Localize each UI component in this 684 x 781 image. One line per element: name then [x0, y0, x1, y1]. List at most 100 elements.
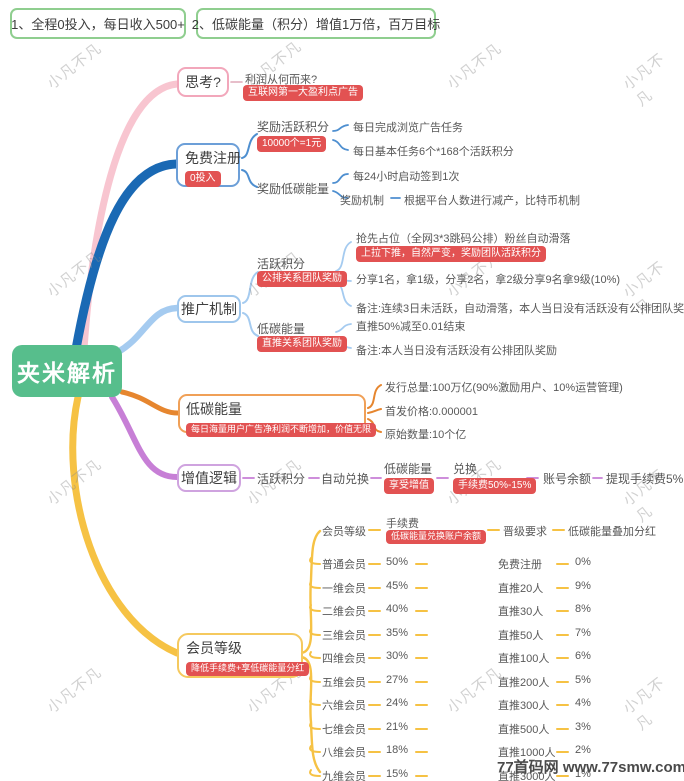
member-fee[interactable]: 35%	[386, 627, 409, 639]
member-bonus[interactable]: 8%	[575, 603, 591, 615]
member-requirement[interactable]: 直推3000人	[498, 771, 556, 781]
member-bonus[interactable]: 1%	[575, 768, 591, 780]
member-bonus[interactable]: 5%	[575, 674, 591, 686]
member-bonus[interactable]: 2%	[575, 744, 591, 756]
register-energy-label[interactable]: 奖励低碳能量	[257, 182, 330, 196]
energy-item[interactable]: 发行总量:100万亿(90%激励用户、10%运营管理)	[385, 382, 623, 394]
value-node[interactable]: 增值逻辑	[177, 464, 241, 492]
promotion-line[interactable]: 直推50%减至0.01结束	[356, 321, 466, 333]
member-fee[interactable]: 15%	[386, 768, 409, 780]
member-level[interactable]: 三维会员	[322, 630, 366, 642]
register-badge: 0投入	[185, 171, 221, 187]
member-level[interactable]: 四维会员	[322, 653, 366, 665]
register-node[interactable]: 免费注册 0投入	[176, 143, 241, 187]
value-step[interactable]: 账号余额	[543, 472, 592, 486]
value-step-badge: 手续费50%-15%	[453, 478, 537, 494]
member-bonus[interactable]: 9%	[575, 580, 591, 592]
member-fee[interactable]: 45%	[386, 580, 409, 592]
member-requirement[interactable]: 直推20人	[498, 583, 544, 595]
promotion-node[interactable]: 推广机制	[177, 295, 241, 323]
member-bonus[interactable]: 4%	[575, 697, 591, 709]
connector-dash	[556, 681, 569, 683]
register-mechanism-detail[interactable]: 根据平台人数进行减产，比特币机制	[404, 195, 580, 207]
member-level[interactable]: 九维会员	[322, 771, 366, 781]
energy-item[interactable]: 原始数量:10个亿	[385, 429, 467, 441]
member-requirement[interactable]: 直推300人	[498, 700, 550, 712]
connector-dash	[368, 610, 381, 612]
member-level[interactable]: 六维会员	[322, 700, 366, 712]
connector-dash	[415, 775, 428, 777]
member-level[interactable]: 七维会员	[322, 724, 366, 736]
register-active-item[interactable]: 每日完成浏览广告任务	[353, 122, 463, 134]
member-requirement[interactable]: 直推50人	[498, 630, 544, 642]
promotion-label: 推广机制	[181, 301, 237, 317]
footer-watermark: 77首码网 www.77smw.com	[497, 759, 684, 776]
member-level[interactable]: 二维会员	[322, 606, 366, 618]
member-fee[interactable]: 30%	[386, 650, 409, 662]
member-fee[interactable]: 18%	[386, 744, 409, 756]
value-step[interactable]: 兑换	[453, 462, 478, 476]
member-level[interactable]: 普通会员	[322, 559, 366, 571]
connector-dash	[368, 657, 381, 659]
member-bonus[interactable]: 0%	[575, 556, 591, 568]
register-energy-item[interactable]: 每24小时启动签到1次	[353, 171, 460, 183]
promotion-line[interactable]: 分享1名，拿1级，分享2名，拿2级分享9名拿9级(10%)	[356, 274, 621, 286]
connector-dash	[368, 728, 381, 730]
member-level[interactable]: 八维会员	[322, 747, 366, 759]
register-mechanism-label[interactable]: 奖励机制	[340, 195, 384, 207]
member-fee[interactable]: 21%	[386, 721, 409, 733]
member-col-bonus[interactable]: 低碳能量叠加分红	[568, 526, 656, 538]
energy-node[interactable]: 低碳能量 每日海量用户广告净利润不断增加，价值无限	[178, 394, 377, 437]
member-col-level[interactable]: 会员等级	[322, 526, 366, 538]
member-fee[interactable]: 24%	[386, 697, 409, 709]
member-label: 会员等级	[186, 640, 242, 656]
member-requirement[interactable]: 直推30人	[498, 606, 544, 618]
promotion-line[interactable]: 备注:连续3日未活跃，自动滑落，本人当日没有活跃没有公排团队奖励	[356, 303, 684, 315]
connector-dash	[415, 751, 428, 753]
promotion-line[interactable]: 备注:本人当日没有活跃没有公排团队奖励	[356, 345, 558, 357]
connector-dash	[415, 634, 428, 636]
register-active-badge: 10000个=1元	[257, 136, 327, 152]
register-active-item[interactable]: 每日基本任务6个*168个活跃积分	[353, 146, 514, 158]
value-step[interactable]: 活跃积分	[257, 472, 306, 486]
member-col-requirement[interactable]: 晋级要求	[503, 526, 547, 538]
connector-dash	[556, 587, 569, 589]
value-step[interactable]: 自动兑换	[321, 472, 370, 486]
value-step[interactable]: 低碳能量	[384, 462, 433, 476]
member-bonus[interactable]: 6%	[575, 650, 591, 662]
member-fee[interactable]: 40%	[386, 603, 409, 615]
member-bonus[interactable]: 3%	[575, 721, 591, 733]
connector-dash	[415, 657, 428, 659]
member-requirement[interactable]: 直推1000人	[498, 747, 556, 759]
header-note-2-text: 2、低碳能量（积分）增值1万倍，百万目标	[191, 17, 441, 32]
root-node[interactable]: 夹米解析	[12, 345, 122, 397]
energy-item[interactable]: 首发价格:0.000001	[385, 406, 478, 418]
member-node[interactable]: 会员等级 降低手续费+享低碳能量分红	[177, 633, 310, 678]
member-requirement[interactable]: 直推500人	[498, 724, 550, 736]
member-requirement[interactable]: 直推200人	[498, 677, 550, 689]
member-level[interactable]: 一维会员	[322, 583, 366, 595]
register-label: 免费注册	[185, 150, 241, 166]
promotion-active-label[interactable]: 活跃积分	[257, 257, 306, 271]
member-fee[interactable]: 27%	[386, 674, 409, 686]
promotion-line-badge: 上拉下推，自然严变，奖励团队活跃积分	[356, 246, 546, 262]
member-col-fee[interactable]: 手续费	[386, 518, 419, 530]
promotion-line[interactable]: 抢先占位（全网3*3跳码公排）粉丝自动滑落	[356, 233, 571, 245]
member-fee[interactable]: 50%	[386, 556, 409, 568]
value-step-badge: 享受增值	[384, 478, 434, 494]
connector-dash	[556, 610, 569, 612]
connector-dash	[415, 563, 428, 565]
member-bonus[interactable]: 7%	[575, 627, 591, 639]
member-requirement[interactable]: 免费注册	[498, 559, 542, 571]
think-node[interactable]: 思考?	[177, 67, 229, 97]
member-level[interactable]: 五维会员	[322, 677, 366, 689]
member-requirement[interactable]: 直推100人	[498, 653, 550, 665]
promotion-direct-label[interactable]: 低碳能量	[257, 322, 306, 336]
register-active-label[interactable]: 奖励活跃积分	[257, 120, 330, 134]
value-step[interactable]: 提现手续费5%	[606, 472, 684, 486]
connector-dash	[415, 610, 428, 612]
connector-dash	[556, 704, 569, 706]
header-note-1: 1、全程0投入，每日收入500+	[10, 8, 186, 39]
think-question[interactable]: 利润从何而来?	[245, 74, 318, 86]
